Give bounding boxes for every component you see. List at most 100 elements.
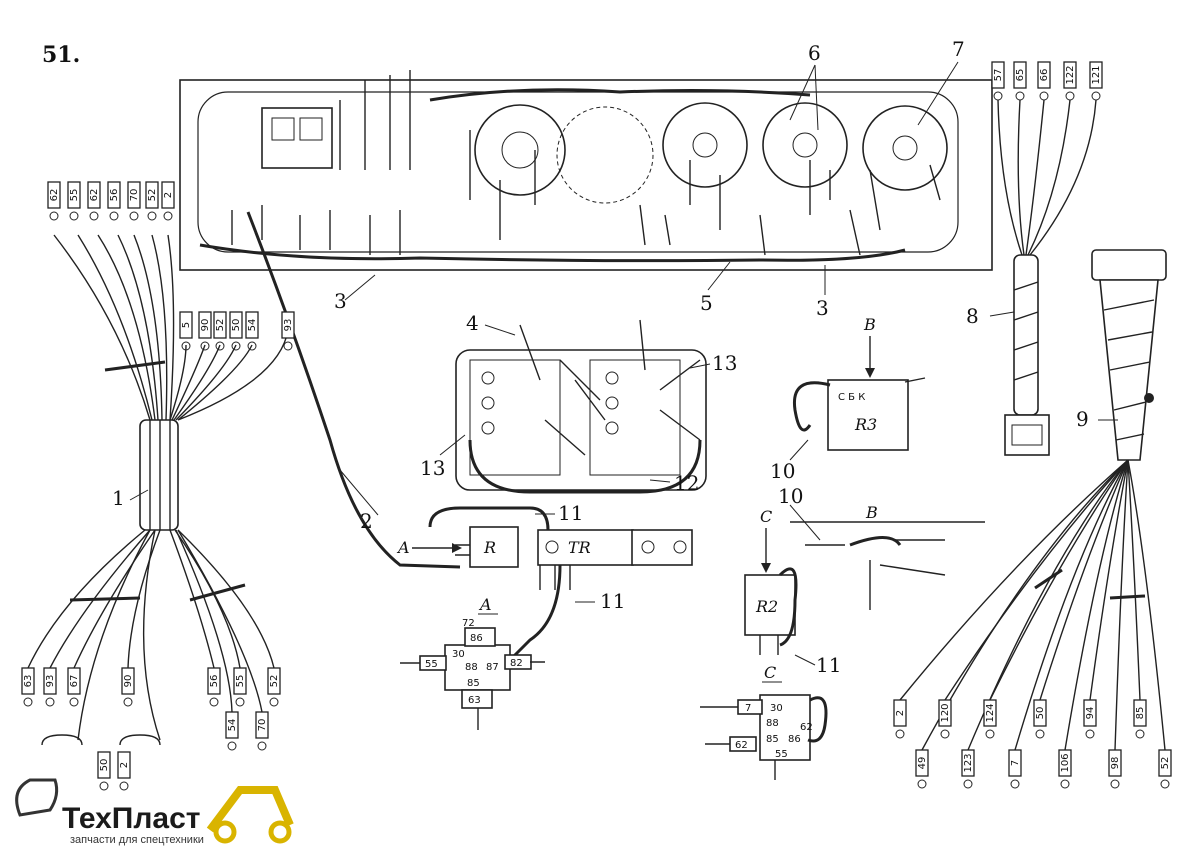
h8-terminal-3: 122 — [1063, 61, 1077, 101]
h1-bottom-terminal-3: 90 — [121, 667, 135, 707]
callout-11a: 11 — [558, 501, 583, 525]
h1-loop-terminal-1: 2 — [117, 751, 131, 791]
callout-4: 4 — [466, 311, 479, 335]
h9-terminal-1-label: 49 — [917, 757, 928, 770]
detail-c-term-62: 62 — [735, 740, 748, 751]
h1-top-left-terminal-2: 62 — [87, 181, 101, 221]
h1-top-left-terminal-4-label: 70 — [129, 189, 140, 202]
h1-loop-terminal-0-label: 50 — [99, 759, 110, 772]
detail-c-term-7: 7 — [745, 703, 751, 714]
h1-top-right-terminal-4: 54 — [245, 311, 259, 351]
callout-13b: 13 — [420, 456, 445, 480]
h1-top-right-terminal-0-label: 5 — [181, 322, 192, 328]
h1-bottom-terminal-6-label: 52 — [269, 675, 280, 688]
callout-3b: 3 — [816, 296, 829, 320]
detail-b: B — [790, 503, 985, 610]
h1-bottom-terminal-5-label: 55 — [235, 675, 246, 688]
h9-terminal-5: 7 — [1008, 749, 1022, 789]
detail-a-term-85: 85 — [467, 678, 480, 689]
callout-11c: 11 — [816, 653, 841, 677]
figure-number: 51. — [42, 42, 80, 68]
detail-a-term-82: 82 — [510, 658, 523, 669]
callout-2: 2 — [360, 509, 373, 533]
h9-terminal-0-label: 2 — [895, 710, 906, 716]
r3-terminal-labels: С Б К — [838, 392, 865, 403]
brand-tagline: запчасти для спецтехники — [70, 834, 204, 846]
detail-a-term-30: 30 — [452, 649, 465, 660]
h1-bottom-terminal-0: 63 — [21, 667, 35, 707]
h9-terminal-11-label: 52 — [1160, 757, 1171, 770]
callout-11b: 11 — [600, 589, 625, 613]
h9-terminal-7: 106 — [1058, 749, 1072, 789]
h8-terminal-2-label: 66 — [1039, 69, 1050, 82]
h9-terminal-5-label: 7 — [1010, 760, 1021, 766]
h9-terminal-9-label: 98 — [1110, 757, 1121, 770]
h1-bottom-terminal-4-label: 56 — [209, 675, 220, 688]
h9-wire-2 — [944, 459, 1129, 701]
h9-wire-10 — [1127, 459, 1141, 701]
h1-top-left-terminal-3: 56 — [107, 181, 121, 221]
h1-top-left-terminal-5: 52 — [145, 181, 159, 221]
h9-wire-11 — [1127, 459, 1166, 751]
h1-top-right-terminal-5-label: 93 — [283, 319, 294, 332]
h1-bottom-lower-terminal-0-label: 54 — [227, 719, 238, 732]
relay-r-tr: R TR A — [396, 506, 693, 662]
relay-r — [469, 526, 519, 568]
h1-bottom-terminal-1: 93 — [43, 667, 57, 707]
h9-wire-7 — [1064, 459, 1129, 751]
h8-terminal-1: 65 — [1013, 61, 1027, 101]
h1-loop-terminal-0: 50 — [97, 751, 111, 791]
detail-c-term-88: 88 — [766, 718, 779, 729]
relay-r2-label: R2 — [755, 597, 778, 616]
h1-top-right-terminal-4-label: 54 — [247, 319, 258, 332]
switch-block — [455, 319, 707, 494]
h9-terminal-0: 2 — [893, 699, 907, 739]
h8-terminal-4-label: 121 — [1091, 65, 1102, 84]
h1-bottom-lower-terminal-0: 54 — [225, 711, 239, 751]
h8-terminal-3-label: 122 — [1065, 65, 1076, 84]
callout-1: 1 — [112, 486, 125, 510]
h1-bottom-terminal-1-label: 93 — [45, 675, 56, 688]
h1-top-left-terminal-0: 62 — [47, 181, 61, 221]
harness-2 — [246, 211, 461, 569]
h9-terminal-3: 123 — [961, 749, 975, 789]
h9-wire-6 — [1039, 459, 1129, 701]
h1-bottom-terminal-0-label: 63 — [23, 675, 34, 688]
callout-9: 9 — [1076, 407, 1089, 431]
h9-terminal-2: 120 — [938, 699, 952, 739]
callout-13a: 13 — [712, 351, 737, 375]
detail-c-term-30: 30 — [770, 703, 783, 714]
callout-10b: 10 — [778, 484, 803, 508]
callout-12: 12 — [674, 471, 699, 495]
h1-top-left-terminal-0-label: 62 — [49, 189, 60, 202]
h1-top-right-terminal-1-label: 90 — [200, 319, 211, 332]
detail-c-title: C — [764, 663, 776, 682]
h1-top-right-terminal-2: 52 — [213, 311, 227, 351]
h9-terminal-8: 94 — [1083, 699, 1097, 739]
h1-bottom-terminal-6: 52 — [267, 667, 281, 707]
instrument-panel — [179, 70, 993, 271]
h9-terminal-6-label: 50 — [1035, 707, 1046, 720]
h9-terminal-8-label: 94 — [1085, 707, 1096, 720]
h1-top-left-terminal-6-label: 2 — [163, 192, 174, 198]
h9-terminal-10: 85 — [1133, 699, 1147, 739]
h9-wire-1 — [921, 459, 1129, 751]
h9-wire-5 — [1014, 459, 1129, 751]
callout-6: 6 — [808, 41, 821, 65]
h9-wire-4 — [989, 459, 1129, 701]
relay-r2: C R2 — [744, 507, 798, 655]
callout-5: 5 — [700, 291, 713, 315]
h1-top-right-terminal-1: 90 — [198, 311, 212, 351]
detail-a-term-72: 72 — [462, 618, 475, 629]
h1-top-left-terminal-3-label: 56 — [109, 189, 120, 202]
h9-terminal-3-label: 123 — [963, 753, 974, 772]
h1-top-right-terminal-3: 50 — [229, 311, 243, 351]
h9-terminal-1: 49 — [915, 749, 929, 789]
h1-top-left-terminal-1: 55 — [67, 181, 81, 221]
view-c-arrow-label: C — [760, 507, 772, 526]
h1-top-right-terminal-0: 5 — [179, 311, 193, 351]
relay-r3-label: R3 — [854, 415, 877, 434]
